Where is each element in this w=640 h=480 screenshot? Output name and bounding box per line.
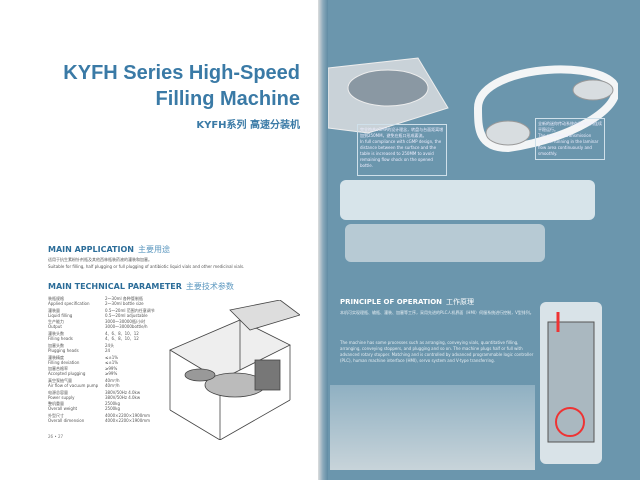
parameter-value: 24头 [105,342,115,348]
parameter-value: ≥99% [105,366,118,372]
parameter-value: 0.5～20ml adjustable [105,312,148,318]
application-text-cn: 适用于抗生素粉针剂瓶及其他西林瓶装药液的灌装和加塞。 [48,257,152,262]
page-numbers: 26 • 27 [48,434,64,439]
parameter-value: 4、6、8、10、12 [105,336,139,342]
parameter-label: 灌装头数 [48,331,64,337]
conveyor-illustration [328,57,618,153]
parameter-value: ≤±1% [105,354,119,360]
parameter-value: 4000×2200×1900mm [105,418,151,423]
parameter-value: 380V/50Hz 4.0kw [105,389,141,395]
parameter-label: 加塞头数 [48,342,64,348]
parameter-value: 0.5～20ml 范围内任意调节 [105,307,155,313]
parameter-label: Overall weight [48,406,78,412]
parameter-label: 灌装量 [48,307,60,313]
spine-shadow [318,0,328,480]
parameter-value: 3000～30000瓶/小时 [105,319,146,325]
title-line-1: KYFH Series High-Speed [63,62,300,84]
background-photo [330,385,535,470]
callout-right: 全新的迷你传动系统在层流区内连续平稳运行。The new Mini transm… [535,118,605,160]
title-line-2: Filling Machine [155,88,300,110]
principle-text-cn: 本机可实现理瓶、输瓶、灌装、加塞等工序，采用先进的PLC人机界面（HMI）伺服系… [340,310,534,315]
parameter-label: Plugging heads [48,347,79,353]
parameter-value: 40m³/h [105,377,120,383]
parameter-value: 2500kg [105,401,121,407]
parameter-value: 4、6、8、10、12 [105,331,139,337]
parameter-label: Air flow of vacuum pump [48,382,99,388]
parameter-label: Overall dimension [48,418,85,423]
parameter-label: 灌装精度 [48,354,64,360]
parameter-label: 真空泵抽气量 [48,377,72,383]
parameter-value: 2500kg [105,406,121,412]
filling-machine-illustration [169,300,300,440]
parameter-label: Filling deviation [48,359,80,365]
parameter-label: 装瓶规格 [48,296,64,301]
parameter-value: 2～30ml bottle size [105,301,144,306]
subtitle: KYFH系列 高速分装机 [196,120,300,131]
parameter-label: Liquid filling [48,312,73,318]
parameter-value: 4000×2200×1900mm [105,413,151,418]
parameter-value: 40m³/h [105,382,120,388]
left-page [0,0,322,480]
parameter-label: Power supply [48,394,75,400]
parameter-value: 2～30ml 各种管制瓶 [105,296,143,301]
component-image-2 [345,224,545,262]
parameter-value: ≥99% [105,371,118,377]
operation-diagram [540,302,602,464]
parameter-label: Applied specification [48,301,90,306]
parameter-label: Accepted plugging [48,371,86,377]
principle-text-en: The machine has some processes such as a… [340,340,534,363]
parameter-value: 3000～30000bottle/h [105,324,148,330]
parameter-value: 380V/50Hz 4.0kw [105,394,141,400]
parameter-label: 电源总容量 [48,389,68,395]
application-text-en: Suitable for filling, half plugging or f… [48,264,245,269]
component-image-1 [340,180,595,220]
parameter-label: Filling heads [48,336,73,342]
parameter-value: ≤±1% [105,359,119,365]
parameter-label: 加塞合格率 [48,366,68,372]
parameter-label: 生产能力 [48,319,64,325]
callout-left: 完全符合cGMP的设计理念，转盘与台面距离增加到250MM，避免在瓶口形成紊流。… [357,124,447,176]
parameter-value: 24 [105,347,111,353]
parameter-label: 整机重量 [48,401,64,407]
parameter-label: Output [48,324,62,330]
parameter-label: 外型尺寸 [48,413,64,418]
